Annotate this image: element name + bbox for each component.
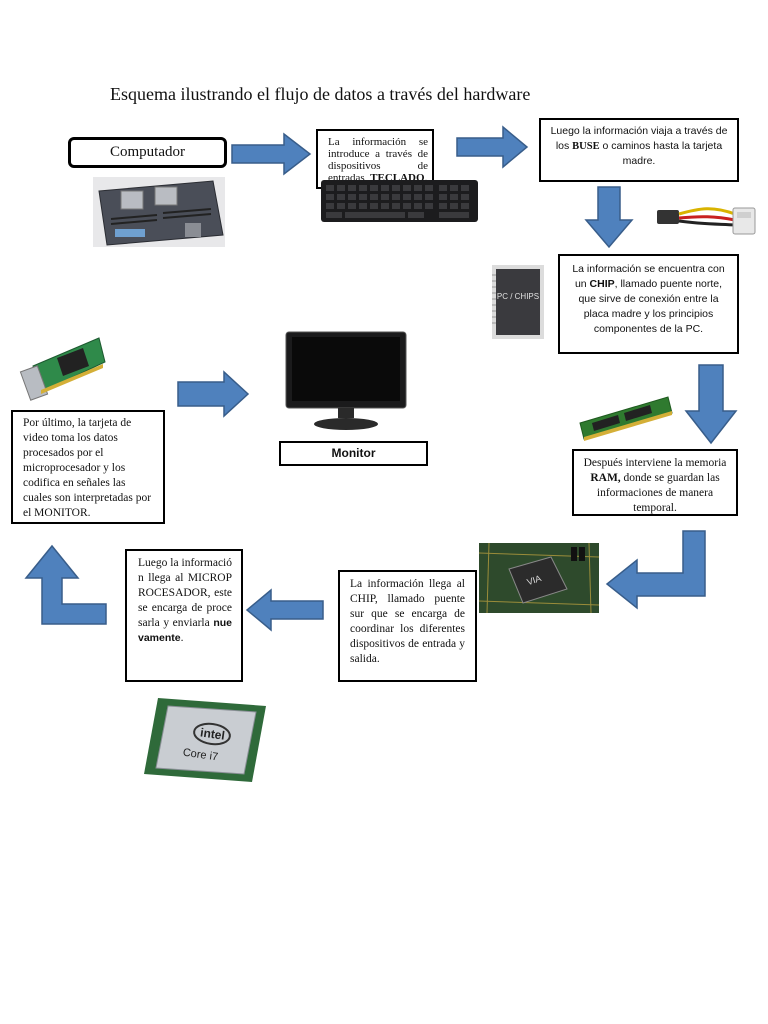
monitor-label-box: Monitor bbox=[279, 441, 428, 466]
arrow-bent-up bbox=[24, 544, 107, 625]
cpu-model-label: Core i7 bbox=[182, 747, 219, 764]
microprocesador-text-end: . bbox=[180, 632, 184, 644]
cpu-brand-label: intel bbox=[199, 725, 225, 742]
ram-image bbox=[579, 396, 673, 441]
arrow-down-1 bbox=[584, 186, 634, 249]
arrow-left-1 bbox=[245, 588, 324, 632]
monitor-image bbox=[285, 331, 407, 430]
keyboard-image bbox=[321, 180, 478, 222]
video-text: Por último, la tarjeta de video toma los… bbox=[23, 417, 152, 519]
monitor-label: Monitor bbox=[331, 446, 376, 460]
video-card-image bbox=[19, 337, 106, 401]
microprocesador-box: Luego la información llega al MICROPROCE… bbox=[125, 549, 243, 682]
puente-norte-box: La información se encuentra con un CHIP,… bbox=[558, 254, 739, 354]
diagram-title: Esquema ilustrando el flujo de datos a t… bbox=[110, 84, 531, 104]
puente-sur-text: La información llega al CHIP, llamado pu… bbox=[350, 578, 465, 665]
arrow-bent-left bbox=[605, 530, 706, 610]
chip-image: PC / CHIPS bbox=[492, 265, 544, 339]
computador-label: Computador bbox=[110, 144, 185, 160]
arrow-right-1 bbox=[231, 132, 312, 176]
ram-text: Después interviene la memoria bbox=[583, 457, 727, 469]
arrow-right-3 bbox=[177, 370, 250, 418]
teclado-text-end: . bbox=[424, 172, 428, 184]
arrow-right-2 bbox=[456, 125, 529, 169]
puente-sur-box: La información llega al CHIP, llamado pu… bbox=[338, 570, 477, 682]
ram-text-end: donde se guardan las informaciones de ma… bbox=[596, 472, 720, 514]
motherboard-image bbox=[93, 177, 225, 247]
arrow-down-2 bbox=[684, 364, 738, 445]
microprocesador-text: Luego la información llega al MICROPROCE… bbox=[138, 557, 232, 629]
svg-text:VIA: VIA bbox=[526, 573, 543, 587]
southbridge-image: VIA bbox=[478, 542, 600, 614]
puente-norte-bold: CHIP bbox=[589, 278, 615, 290]
microprocesador-bold: nuevamente bbox=[138, 617, 232, 644]
buses-bold: BUSE bbox=[572, 141, 600, 152]
puente-norte-text-end: , llamado puente norte, que sirve de con… bbox=[578, 278, 723, 335]
buses-box: Luego la información viaja a través de l… bbox=[539, 118, 739, 182]
intel-cpu-image: intel Core i7 bbox=[144, 698, 266, 782]
puente-norte-text: La información se encuentra con un bbox=[572, 263, 725, 290]
ram-box: Después interviene la memoria RAM, donde… bbox=[572, 449, 738, 516]
power-cable-image bbox=[657, 207, 756, 235]
buses-text: Luego la información viaja a través de l… bbox=[550, 125, 728, 152]
ram-bold: RAM, bbox=[590, 472, 621, 484]
video-box: Por último, la tarjeta de video toma los… bbox=[11, 410, 165, 524]
computador-box: Computador bbox=[68, 137, 227, 168]
buses-text-end: o caminos hasta la tarjeta madre. bbox=[599, 140, 723, 167]
chip-label: PC / CHIPS bbox=[497, 292, 539, 301]
